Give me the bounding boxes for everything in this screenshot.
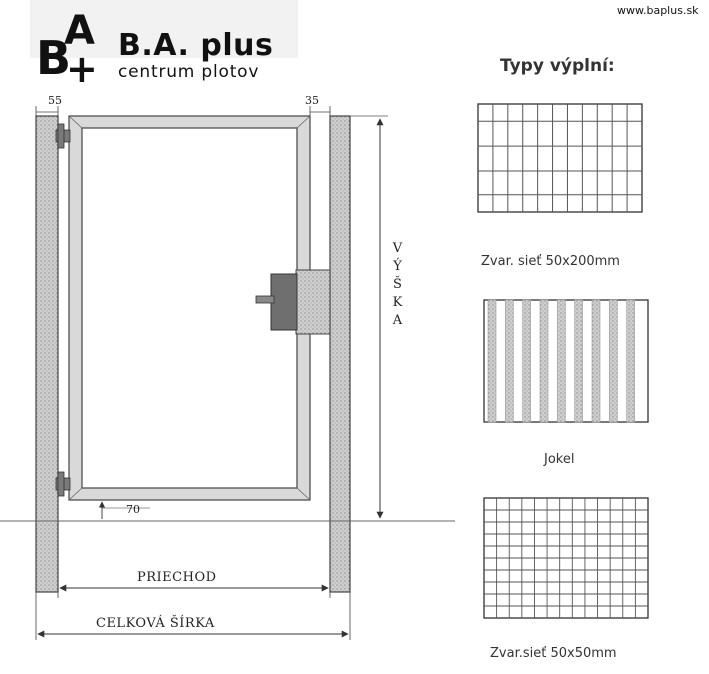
fill-swatch-mesh-50x50 [483,497,649,619]
dim-left-post: 55 [48,94,62,107]
svg-text:A: A [64,8,95,54]
fill-swatch-jokel [483,299,649,423]
fill-label-jokel: Jokel [544,452,575,467]
jokel-bar [591,299,601,423]
hinge-top [55,123,71,149]
website-link[interactable]: www.baplus.sk [617,4,699,17]
height-label-letter: Š [393,277,403,292]
svg-text:+: + [66,47,98,91]
lock-box [255,269,331,335]
right-post [329,115,351,593]
fill-label-mesh-50x200: Zvar. sieť 50x200mm [481,254,620,269]
dim-right-post: 35 [305,94,319,107]
fill-types-title: Typy výplní: [500,56,615,76]
total-width-label: CELKOVÁ ŠÍRKA [96,616,215,631]
passage-label: PRIECHOD [137,570,217,585]
jokel-bar [539,299,549,423]
height-label: V Ý Š K A [391,240,405,330]
dim-bottom-gap: 70 [126,503,140,516]
jokel-bar [487,299,497,423]
height-label-letter: V [392,241,404,256]
jokel-bar [574,299,583,423]
jokel-bar [609,299,618,423]
fill-label-mesh-50x50: Zvar.sieť 50x50mm [490,646,617,661]
height-label-letter: Ý [393,259,403,274]
jokel-bar [522,299,531,423]
gate-wing-opening [81,127,298,489]
brand-name: B.A. plus [118,28,274,63]
jokel-bar [557,299,566,423]
brand-logo: B A + [30,0,298,91]
svg-text:B: B [36,31,71,85]
jokel-bar [505,299,514,423]
hinge-bottom [55,471,71,497]
jokel-bar [626,299,635,423]
brand-tagline: centrum plotov [118,62,260,82]
height-label-letter: A [392,313,404,328]
left-post [35,115,59,593]
height-label-letter: K [392,295,404,310]
fill-swatch-mesh-50x200 [477,103,643,213]
